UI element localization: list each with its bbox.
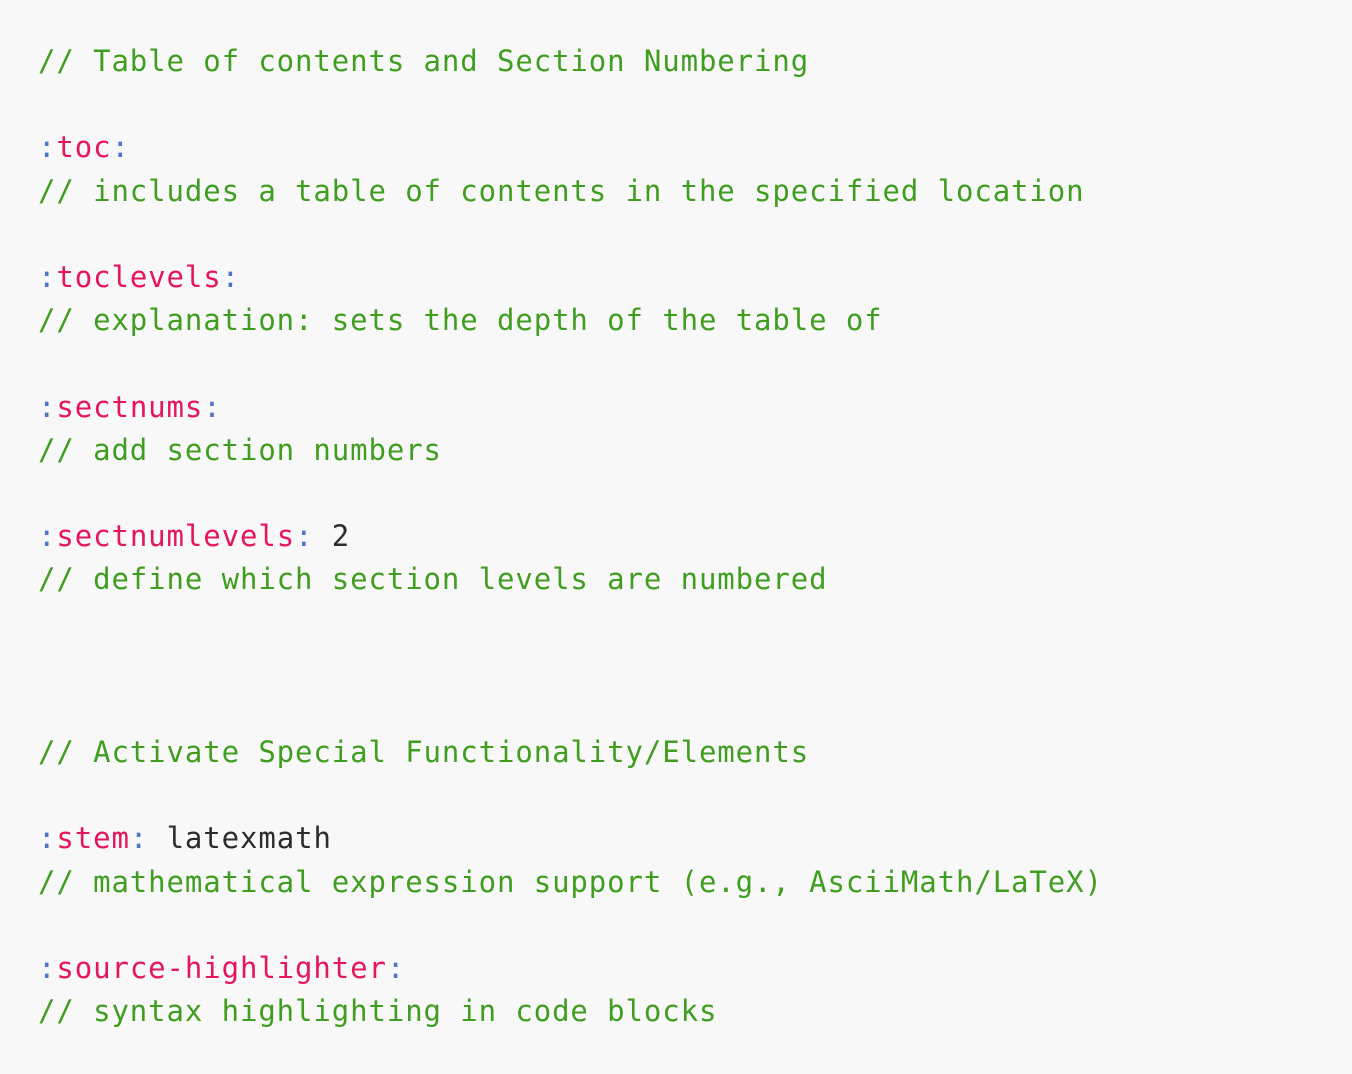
attribute-line: :sectnumlevels: 2	[38, 515, 1352, 558]
colon-punctuation: :	[38, 130, 57, 165]
attribute-line: :source-highlighter:	[38, 947, 1352, 990]
attribute-line: :stem: latexmath	[38, 817, 1352, 860]
blank-line	[38, 645, 1352, 688]
attribute-line: :toclevels:	[38, 256, 1352, 299]
attribute-line: :sectnums:	[38, 386, 1352, 429]
attribute-name: stem	[56, 821, 130, 856]
attribute-line: :toc:	[38, 126, 1352, 169]
code-comment: // define which section levels are numbe…	[38, 562, 828, 597]
blank-line	[38, 342, 1352, 385]
code-comment: // includes a table of contents in the s…	[38, 173, 1085, 208]
colon-punctuation: :	[38, 259, 57, 294]
attribute-name: source-highlighter	[56, 950, 387, 985]
blank-line	[38, 688, 1352, 731]
blank-line	[38, 601, 1352, 644]
attribute-name: sectnums	[56, 389, 204, 424]
code-comment: // explanation: sets the depth of the ta…	[38, 303, 883, 338]
code-comment: // Table of contents and Section Numberi…	[38, 44, 810, 78]
colon-punctuation: :	[38, 389, 57, 424]
code-comment: // mathematical expression support (e.g.…	[38, 864, 1103, 899]
attribute-value: latexmath	[166, 821, 332, 856]
colon-punctuation: :	[38, 821, 57, 856]
colon-punctuation: :	[203, 389, 222, 424]
blank-line	[38, 213, 1352, 256]
blank-line	[38, 904, 1352, 947]
blank-line	[38, 472, 1352, 515]
blank-line	[38, 83, 1352, 126]
blank-line	[38, 774, 1352, 817]
colon-punctuation: :	[386, 950, 406, 985]
colon-punctuation: :	[38, 519, 57, 554]
code-comment: // Activate Special Functionality/Elemen…	[38, 735, 810, 769]
attribute-name: sectnumlevels	[56, 519, 296, 554]
colon-punctuation: :	[111, 130, 130, 165]
colon-punctuation: :	[38, 950, 57, 985]
colon-punctuation: :	[295, 519, 332, 554]
attribute-name: toclevels	[56, 259, 222, 294]
colon-punctuation: :	[221, 259, 240, 294]
attribute-value: 2	[331, 519, 351, 554]
colon-punctuation: :	[129, 821, 167, 856]
attribute-name: toc	[56, 130, 112, 165]
code-comment: // syntax highlighting in code blocks	[38, 994, 718, 1029]
code-comment: // add section numbers	[38, 432, 442, 467]
